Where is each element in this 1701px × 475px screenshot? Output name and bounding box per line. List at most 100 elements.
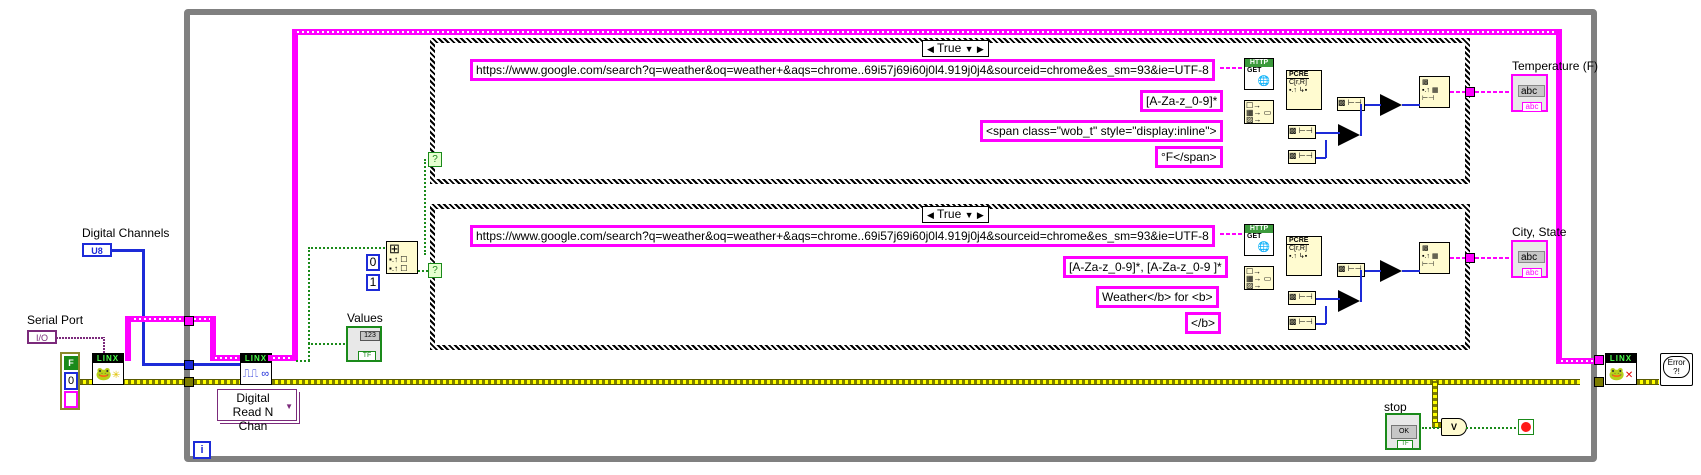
case2-num-wire-c	[1360, 270, 1362, 302]
case2-string-length-3[interactable]: ▩ ⊢⊣	[1288, 316, 1316, 330]
linx-read-header: LINX	[241, 354, 271, 363]
case1-selector-wire	[424, 159, 426, 255]
index-1-constant[interactable]: 1	[366, 274, 380, 291]
ref-wire-right-down	[1556, 29, 1562, 364]
case1-string-length-3[interactable]: ▩ ⊢⊣	[1288, 150, 1316, 164]
linx-open-node[interactable]: LINX 🐸✳	[92, 353, 124, 385]
case1-add-node[interactable]	[1338, 124, 1360, 146]
case1-num-wire-a	[1316, 132, 1340, 134]
case2-output-tunnel	[1465, 253, 1475, 263]
bool-array-wire-values	[308, 343, 348, 345]
while-loop[interactable]	[184, 9, 1597, 462]
cluster-constant[interactable]: F 0	[60, 352, 80, 410]
chevron-down-icon[interactable]: ▼	[964, 210, 974, 220]
case1-pcre-node[interactable]: PCRE C[r,R]▪.↑ ↳▪	[1286, 70, 1322, 110]
linx-close-node[interactable]: LINX 🐸✕	[1605, 353, 1637, 385]
polymorphic-selector[interactable]: Digital Read N Chan ▼	[217, 389, 297, 433]
error-handler-node[interactable]: Error ?!	[1660, 353, 1693, 386]
or-gate-node[interactable]: V	[1441, 418, 1467, 436]
case2-url-wire	[1220, 233, 1246, 235]
values-type: 123	[360, 331, 380, 341]
string-length-icon: ▩ ⊢⊣	[1289, 317, 1313, 326]
next-case-icon[interactable]: ▶	[976, 210, 984, 220]
stop-to-or-wire	[1422, 427, 1446, 429]
case2-num-wire-a	[1316, 298, 1340, 300]
linx-close-header: LINX	[1606, 354, 1636, 363]
prev-case-icon[interactable]: ◀	[927, 44, 934, 54]
case2-regex-constant[interactable]: [A-Za-z_0-9]*, [A-Za-z_0-9 ]*	[1063, 256, 1228, 278]
globe-icon: 🌐	[1257, 242, 1270, 253]
serial-port-label: Serial Port	[27, 313, 84, 327]
case1-result-wire	[1450, 91, 1470, 93]
case2-string-length-1[interactable]: ▩ ⊢⊣	[1337, 263, 1365, 277]
case1-selector[interactable]: ◀ True ▼ ▶	[922, 40, 989, 57]
concat-icon: ☐→▦→ ▭▨→	[1246, 267, 1272, 290]
case1-subtract-node[interactable]	[1380, 94, 1402, 116]
loop-condition-terminal[interactable]	[1518, 419, 1534, 435]
serial-port-control[interactable]: I/O	[27, 330, 57, 344]
case2-http-get-node[interactable]: HTTP GET 🌐	[1244, 224, 1274, 256]
stop-ok-button[interactable]: OK	[1391, 425, 1417, 439]
case1-url-constant[interactable]: https://www.google.com/search?q=weather&…	[470, 59, 1215, 81]
loop-tunnel-error-out	[1594, 377, 1604, 387]
stop-button-control[interactable]: OK TF	[1385, 413, 1421, 450]
case1-num-wire-d	[1365, 104, 1381, 106]
case1-regex-constant[interactable]: [A-Za-z_0-9]*	[1140, 90, 1224, 112]
case1-selector-terminal: ?	[428, 152, 442, 167]
error-speech-icon: Error ?!	[1663, 356, 1690, 378]
string-subset-icon: ▩▪.↑ ▦⊢⊣	[1422, 245, 1439, 268]
next-case-icon[interactable]: ▶	[976, 44, 984, 54]
loop-tunnel-error	[184, 377, 194, 387]
case1-num-wire-b2	[1325, 140, 1327, 158]
loop-iteration-terminal: i	[193, 441, 211, 459]
add-icon: +	[1340, 128, 1346, 139]
case2-url-constant[interactable]: https://www.google.com/search?q=weather&…	[470, 225, 1215, 247]
case2-add-node[interactable]	[1338, 290, 1360, 312]
case2-num-wire-d	[1365, 270, 1381, 272]
case1-string-subset-node[interactable]: ▩▪.↑ ▦⊢⊣	[1419, 76, 1450, 108]
loop-tunnel-channels	[184, 360, 194, 370]
case1-http-get-node[interactable]: HTTP GET 🌐	[1244, 58, 1274, 90]
city-state-label: City, State	[1512, 225, 1567, 239]
digital-channels-control[interactable]: U8	[82, 243, 112, 257]
serial-wire	[56, 337, 104, 339]
case2-selector-terminal: ?	[428, 263, 442, 278]
case1-output-wire	[1475, 91, 1517, 93]
case2-string-length-2[interactable]: ▩ ⊢⊣	[1288, 291, 1316, 305]
case1-string-length-1[interactable]: ▩ ⊢⊣	[1337, 97, 1365, 111]
bool-array-wire	[296, 360, 310, 362]
case2-string-subset-node[interactable]: ▩▪.↑ ▦⊢⊣	[1419, 242, 1450, 274]
chevron-down-icon: ▼	[285, 402, 293, 411]
case1-url-wire	[1220, 67, 1246, 69]
linx-digital-read-node[interactable]: LINX ⎍⎍ ∞	[240, 353, 272, 385]
string-subset-icon: ▩▪.↑ ▦⊢⊣	[1422, 79, 1439, 102]
or-icon: V	[1450, 422, 1457, 432]
case1-concat-node[interactable]: ☐→▦→ ▭▨→	[1244, 100, 1274, 124]
city-state-value-display: abc	[1518, 251, 1545, 263]
case2-http-label: HTTP	[1245, 225, 1273, 233]
case1-start-tag-constant[interactable]: <span class="wob_t" style="display:inlin…	[980, 120, 1223, 142]
case2-start-tag-constant[interactable]: Weather</b> for <b>	[1096, 286, 1219, 308]
prev-case-icon[interactable]: ◀	[927, 210, 934, 220]
case1-end-tag-constant[interactable]: °F</span>	[1155, 146, 1223, 168]
index-array-node[interactable]: ⊞ ▪.↑ ☐▪.↑ ☐	[386, 241, 418, 274]
bool-array-wire-v	[308, 343, 310, 361]
case2-subtract-node[interactable]	[1380, 260, 1402, 282]
bool-array-wire-up	[308, 247, 310, 344]
chevron-down-icon[interactable]: ▼	[964, 44, 974, 54]
case1-http-get: GET	[1247, 67, 1262, 74]
string-length-icon: ▩ ⊢⊣	[1338, 264, 1362, 273]
case2-concat-node[interactable]: ☐→▦→ ▭▨→	[1244, 266, 1274, 290]
case2-pcre-node[interactable]: PCRE C[r,R]▪.↑ ↳▪	[1286, 236, 1322, 276]
subtract-icon: −	[1382, 264, 1388, 275]
serial-wire-v	[103, 337, 105, 359]
case2-end-tag-constant[interactable]: </b>	[1185, 312, 1222, 334]
case2-selector-wire	[418, 270, 432, 272]
linx-open-icon: 🐸✳	[95, 366, 121, 381]
index-0-constant[interactable]: 0	[366, 254, 380, 271]
case2-selector[interactable]: ◀ True ▼ ▶	[922, 206, 989, 223]
temperature-type: abc	[1522, 102, 1542, 111]
error-branch-wire	[1432, 381, 1438, 425]
case1-num-wire-b	[1316, 157, 1326, 159]
case1-string-length-2[interactable]: ▩ ⊢⊣	[1288, 125, 1316, 139]
